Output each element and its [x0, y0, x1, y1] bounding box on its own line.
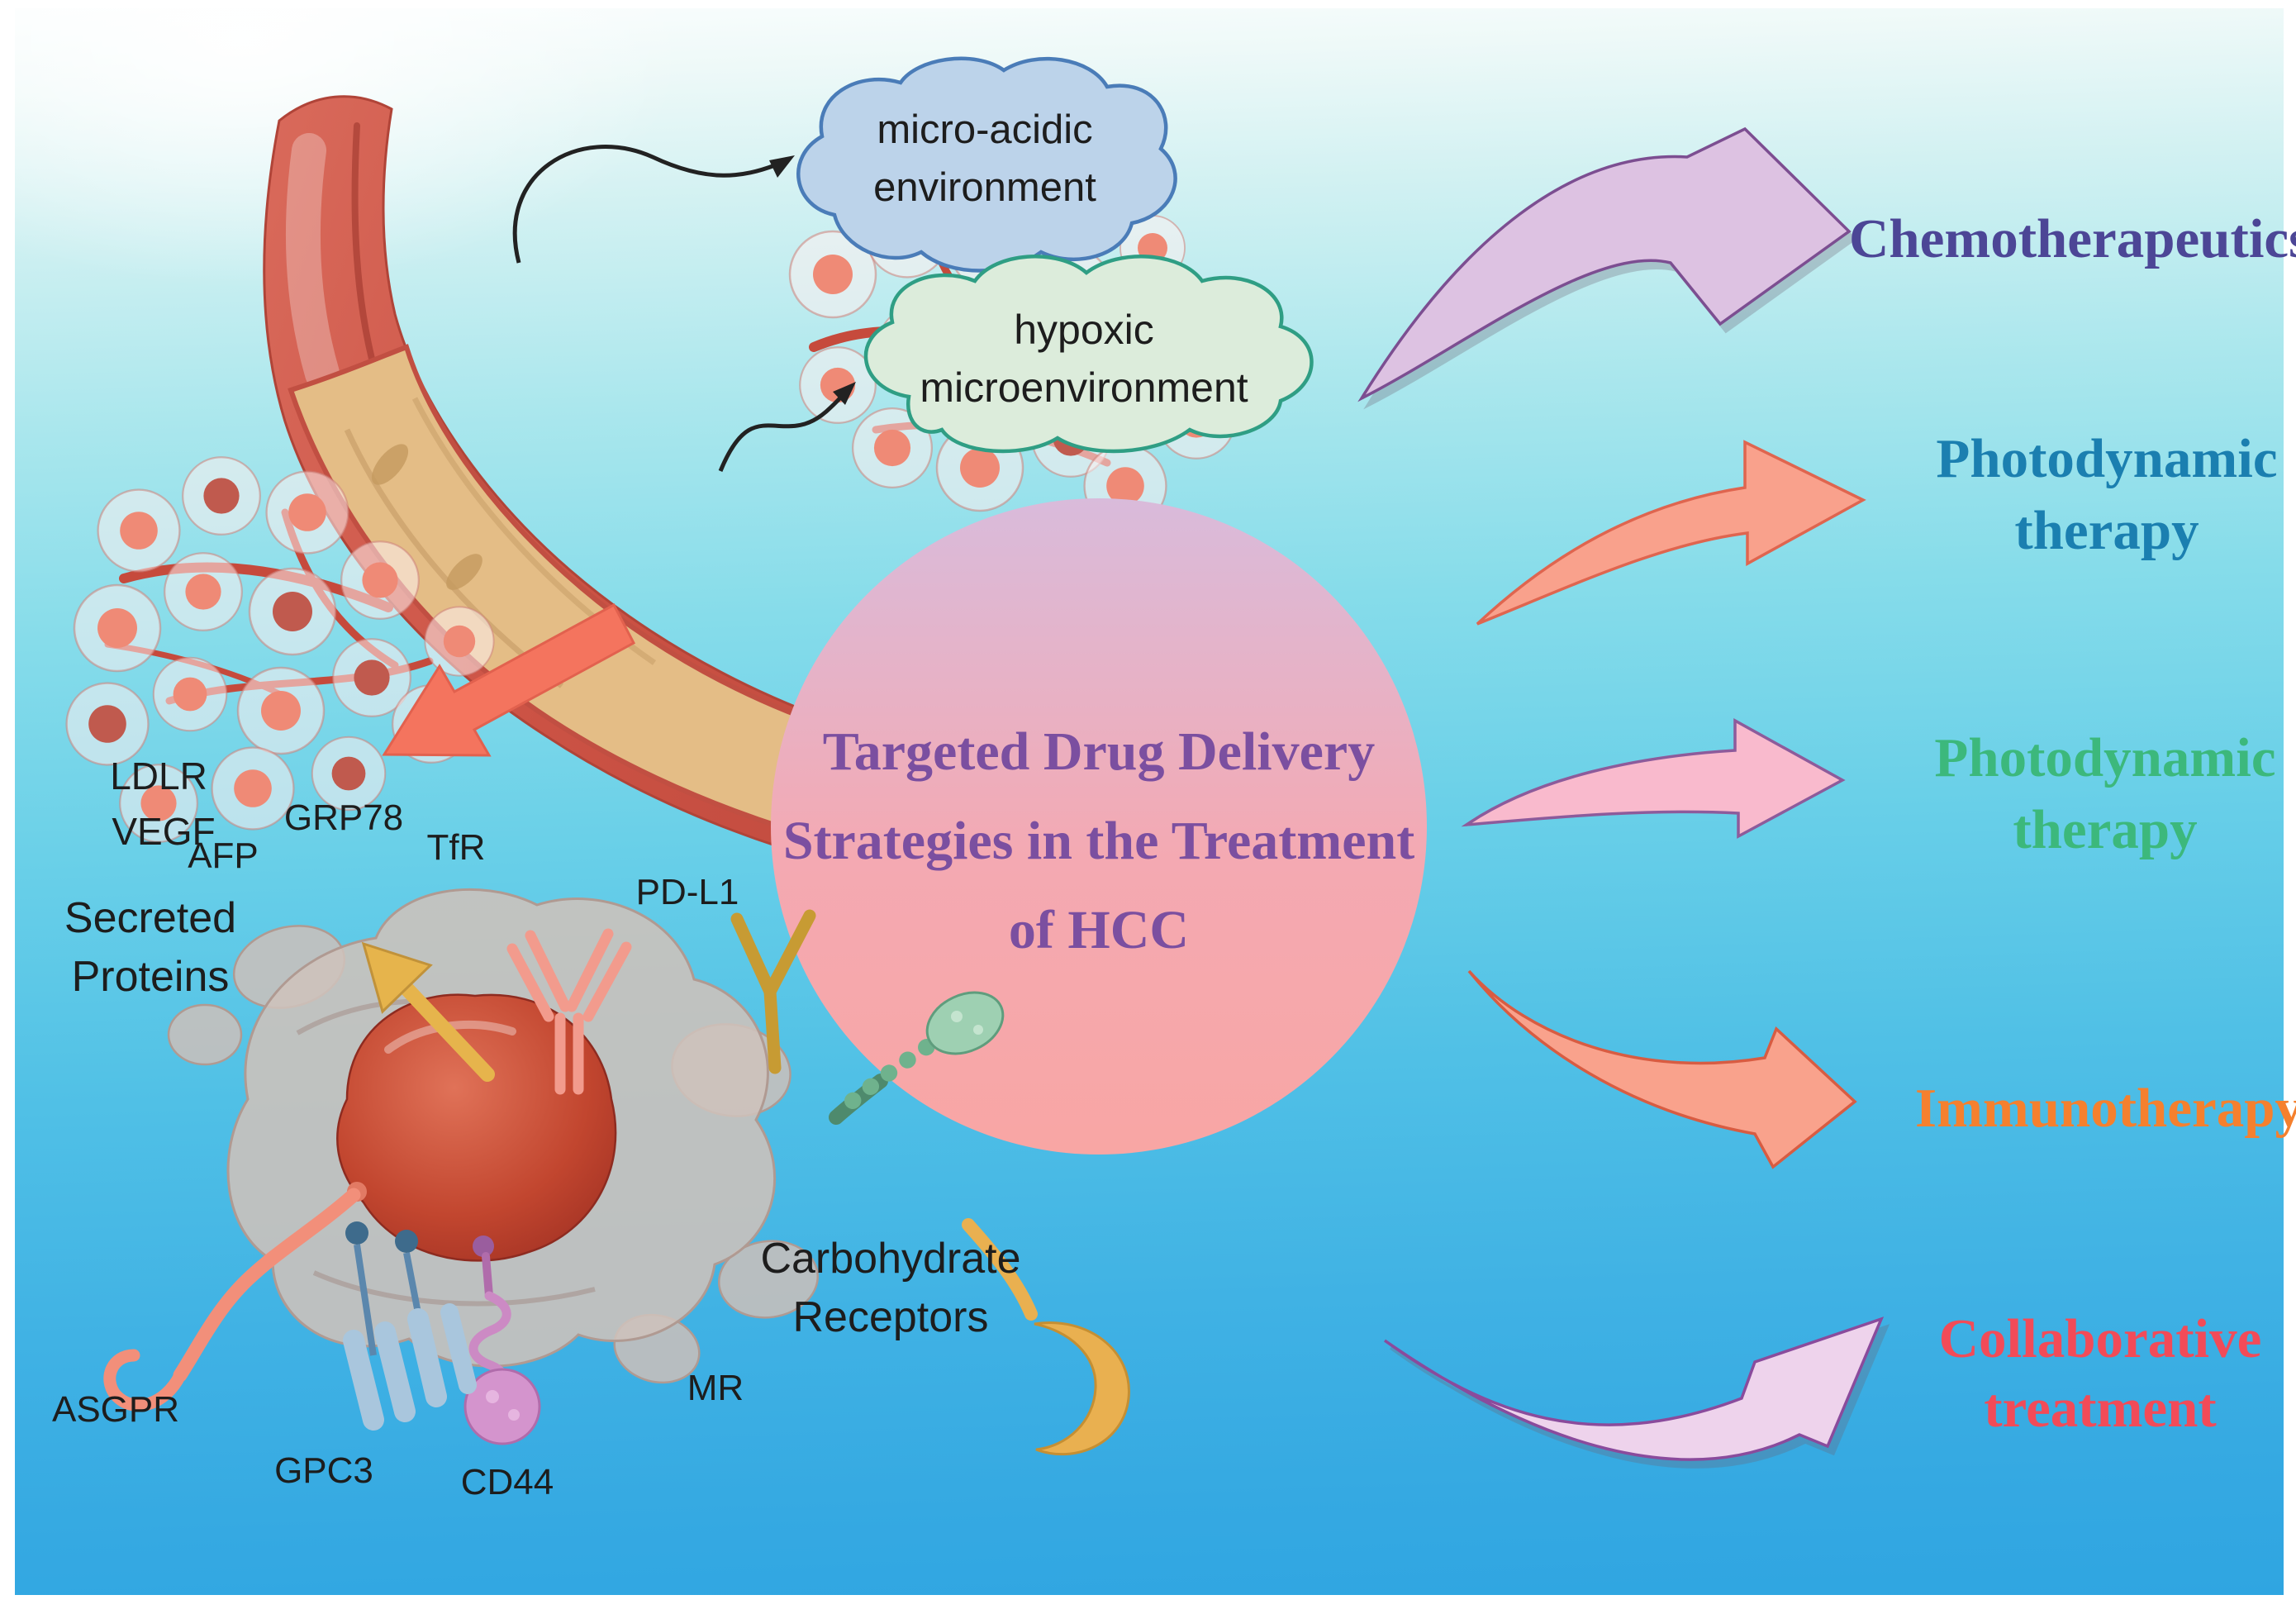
- receptor-label-cd44: CD44: [460, 1462, 554, 1502]
- treatment-label-photodynamic-green-line1: Photodynamic: [1934, 727, 2276, 788]
- acidic-cloud-label-line2: environment: [873, 165, 1096, 210]
- central-topic-title-line3: of HCC: [1008, 900, 1190, 960]
- secreted-proteins-arrow-icon: [382, 602, 636, 757]
- acidic-cloud-label-line1: micro-acidic: [877, 107, 1093, 152]
- receptor-label-afp: AFP: [188, 836, 259, 876]
- receptor-label-vegf: VEGF: [112, 810, 216, 853]
- vessel-top-crease: [351, 122, 378, 375]
- asgpr-receptor-icon: [103, 1182, 367, 1412]
- arrow-to-chemotherapeutics-icon: [1357, 126, 1852, 402]
- secreted-proteins-label-line1: Secreted: [64, 894, 237, 942]
- receptor-label-tfr: TfR: [426, 827, 486, 868]
- receptor-label-grp78: GRP78: [283, 797, 404, 838]
- central-topic-circle: [771, 498, 1427, 1155]
- cell-body-wrinkle: [312, 1270, 596, 1307]
- grp78-receptor-icon: [506, 928, 632, 1095]
- treatment-label-immunotherapy: Immunotherapy: [1915, 1078, 2296, 1139]
- cell-satellite-blob: [167, 1003, 243, 1066]
- hcc-cell-illustration: [103, 888, 1130, 1456]
- treatment-label-photodynamic-blue-line1: Photodynamic: [1936, 428, 2278, 489]
- carbohydrate-receptors-label: Carbohydrate Receptors: [760, 1230, 1020, 1347]
- secreted-proteins-label-line2: Proteins: [71, 953, 230, 1001]
- receptor-label-asgpr: ASGPR: [51, 1389, 180, 1430]
- carbohydrate-receptors-label-line1: Carbohydrate: [760, 1235, 1021, 1283]
- curved-arrow-to-hypoxic-cloud-icon: [718, 382, 856, 472]
- treatment-label-collaborative: Collaborative treatment: [1939, 1304, 2262, 1443]
- hypoxic-cloud-label-line2: microenvironment: [920, 364, 1248, 411]
- receptor-label-mr: MR: [687, 1368, 744, 1408]
- central-topic-title-line1: Targeted Drug Delivery: [822, 721, 1376, 782]
- cd44-receptor-icon: [463, 1235, 541, 1445]
- cell-nucleus: [336, 993, 617, 1262]
- treatment-label-collaborative-line2: treatment: [1984, 1378, 2217, 1439]
- acidic-cloud-label: micro-acidic environment: [873, 101, 1096, 217]
- receptor-label-pdl1: PD-L1: [635, 872, 739, 912]
- treatment-label-collaborative-line1: Collaborative: [1938, 1308, 2262, 1369]
- receptor-label-gpc3: GPC3: [274, 1450, 373, 1491]
- afp-receptor-icon: [361, 941, 495, 1082]
- arrow-to-photodynamic-blue-icon: [1476, 440, 1866, 626]
- vessel-lumen-spot: [446, 554, 482, 590]
- treatment-label-photodynamic-green: Photodynamic therapy: [1934, 722, 2275, 866]
- arrow-to-photodynamic-green-icon: [1461, 718, 1846, 839]
- treatment-label-chemotherapeutics: Chemotherapeutics: [1849, 208, 2296, 269]
- treatment-label-photodynamic-blue: Photodynamic therapy: [1936, 423, 2277, 567]
- tfr-receptor-icon: [730, 909, 816, 1074]
- secreted-proteins-label: Secreted Proteins: [64, 889, 236, 1007]
- carbohydrate-receptors-label-line2: Receptors: [792, 1293, 989, 1341]
- vessel-top-highlight: [285, 133, 340, 391]
- treatment-label-photodynamic-green-line2: therapy: [2013, 799, 2198, 860]
- central-topic-title-line2: Strategies in the Treatment: [782, 811, 1415, 871]
- mr-receptor-icon: [962, 1218, 1130, 1456]
- hypoxic-cloud-shape: [863, 255, 1314, 454]
- treatment-label-photodynamic-blue-line2: therapy: [2014, 500, 2199, 561]
- acidic-cloud-shape: [796, 56, 1177, 273]
- cell-satellite-blob: [717, 1240, 820, 1319]
- central-topic-title: Targeted Drug Delivery Strategies in the…: [783, 707, 1414, 975]
- curved-arrow-to-acidic-cloud-icon: [512, 145, 795, 264]
- gpc3-receptor-icon: [343, 1221, 477, 1431]
- arrow-to-collaborative-icon: [1383, 1316, 1885, 1461]
- receptor-label-ldlr: LDLR: [110, 755, 207, 797]
- vessel-lumen-spot: [371, 444, 409, 485]
- hypoxic-cloud-label: hypoxic microenvironment: [920, 301, 1248, 417]
- hypoxic-cloud-label-line1: hypoxic: [1014, 307, 1154, 353]
- arrow-to-immunotherapy-icon: [1467, 969, 1857, 1169]
- pdl1-receptor-icon: [829, 991, 1005, 1125]
